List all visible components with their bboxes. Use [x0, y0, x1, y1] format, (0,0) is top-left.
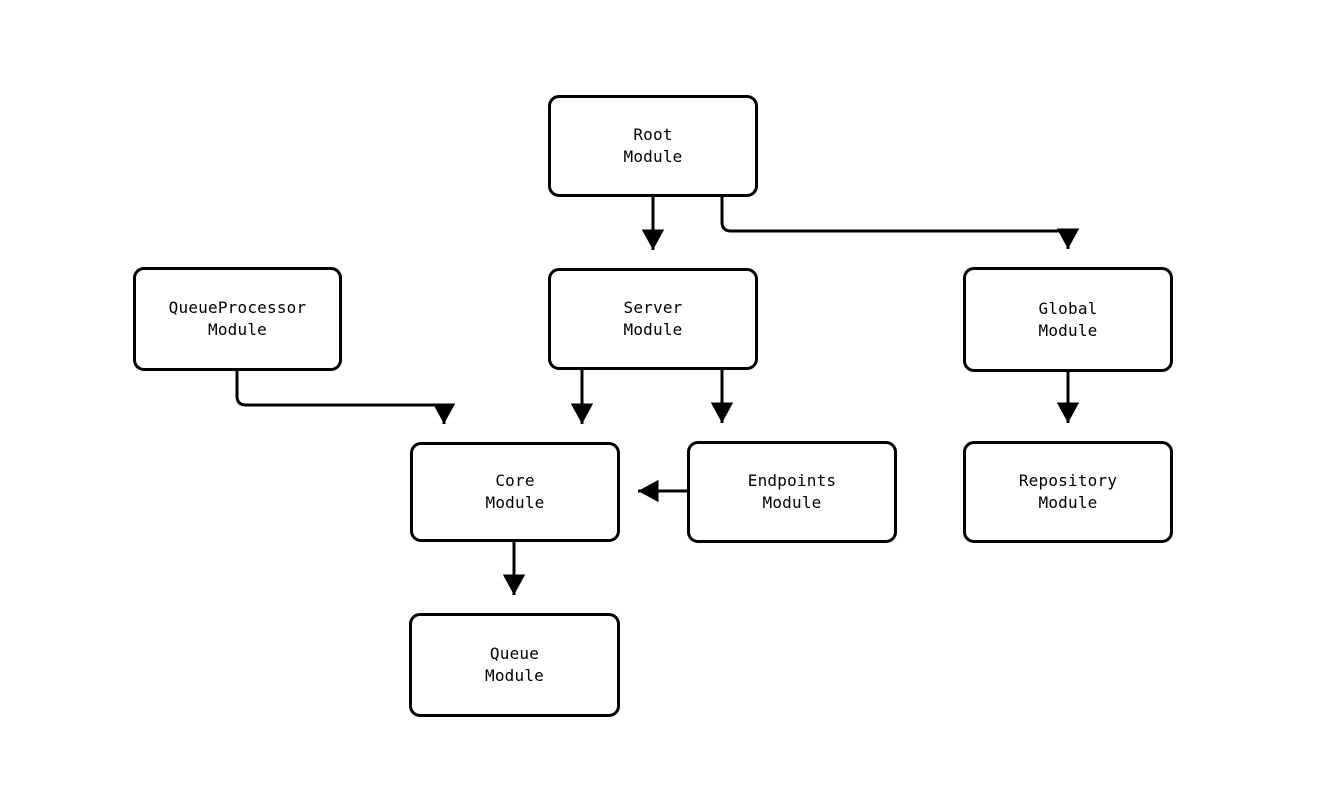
node-global-module[interactable]: Global Module — [963, 267, 1173, 372]
edge-queueprocessor-to-core — [235, 371, 456, 424]
node-server-module[interactable]: Server Module — [548, 268, 758, 370]
node-queue-module-label: Queue Module — [485, 644, 544, 685]
edge-root-to-global — [720, 197, 1080, 249]
node-queue-module[interactable]: Queue Module — [409, 613, 620, 717]
node-repository-module[interactable]: Repository Module — [963, 441, 1173, 543]
node-global-module-label: Global Module — [1038, 298, 1098, 340]
node-queueprocessor-module-label: QueueProcessor Module — [168, 298, 307, 339]
node-endpoints-module-label: Endpoints Module — [747, 471, 837, 512]
node-endpoints-module[interactable]: Endpoints Module — [687, 441, 897, 543]
node-root-module[interactable]: Root Module — [548, 95, 758, 197]
node-queueprocessor-module[interactable]: QueueProcessor Module — [133, 267, 342, 371]
node-repository-module-label: Repository Module — [1018, 471, 1118, 512]
node-server-module-label: Server Module — [623, 298, 683, 339]
node-root-module-label: Root Module — [623, 125, 683, 166]
node-core-module-label: Core Module — [485, 471, 545, 512]
node-core-module[interactable]: Core Module — [410, 442, 620, 542]
